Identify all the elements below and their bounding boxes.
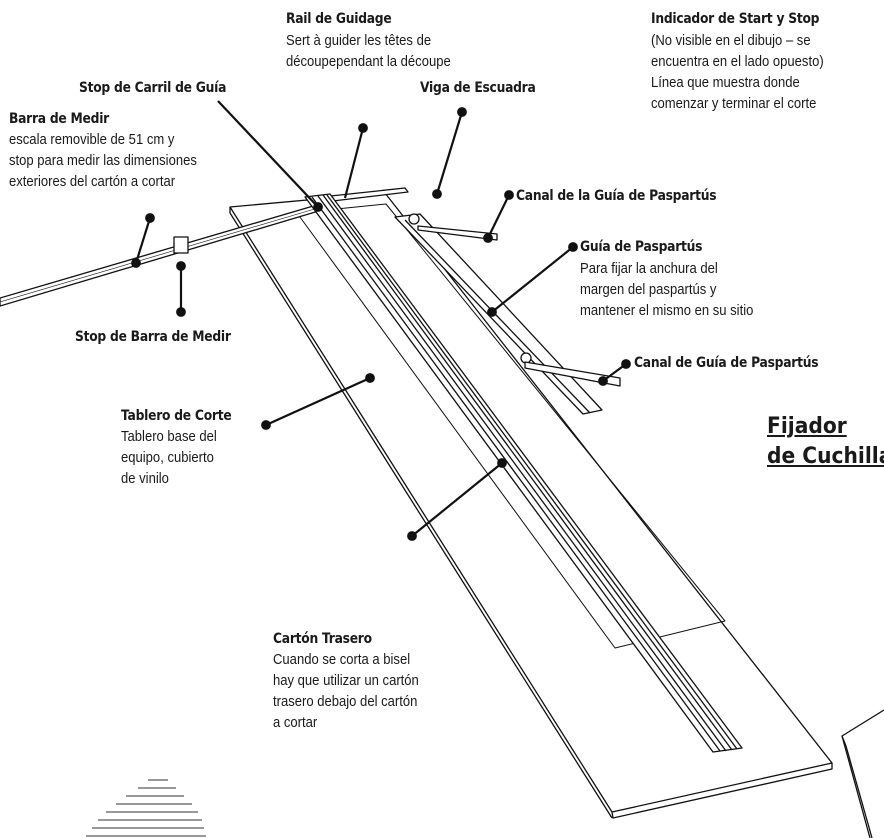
- label-indicador: Indicador de Start y Stop (No visible en…: [651, 11, 843, 115]
- indicador-desc: (No visible en el dibujo – se encuentra …: [651, 31, 824, 115]
- back-board: [296, 203, 726, 649]
- tablero-desc-line: equipo, cubierto: [121, 450, 214, 466]
- callout-viga: [432, 107, 467, 199]
- barra-desc-line: stop para medir las dimensiones: [9, 153, 197, 169]
- fijador-line: de Cuchilla: [767, 444, 884, 469]
- indicador-desc-line: Línea que muestra donde: [651, 75, 800, 91]
- carton-desc-line: trasero debajo del cartón: [273, 694, 418, 710]
- stop-carril-title: Stop de Carril de Guía: [79, 80, 227, 96]
- carton-title: Cartón Trasero: [273, 631, 372, 647]
- callout-carton: [407, 458, 507, 541]
- carton-desc-line: hay que utilizar un cartón: [273, 673, 419, 689]
- label-stop-barra: Stop de Barra de Medir: [75, 329, 252, 345]
- mat-guide-channel-1: [417, 225, 498, 241]
- callout-canal1: [483, 190, 514, 243]
- viga-title: Viga de Escuadra: [420, 80, 536, 96]
- canal1-title: Canal de la Guía de Paspartús: [516, 188, 717, 204]
- guia-title: Guía de Paspartús: [580, 239, 703, 255]
- rail-desc: Sert à guider les têtes de découpependan…: [286, 31, 451, 73]
- barra-title: Barra de Medir: [9, 111, 109, 127]
- callout-guia: [487, 242, 578, 317]
- stop-barra-title: Stop de Barra de Medir: [75, 329, 231, 345]
- label-carton-trasero: Cartón Trasero Cuando se corta a bisel h…: [273, 631, 435, 734]
- logo: [86, 779, 206, 837]
- mat-guide-channel-2: [524, 361, 621, 387]
- tablero-desc-line: de vinilo: [121, 471, 169, 487]
- fijador-line: Fijador: [767, 414, 847, 439]
- tablero-desc-line: Tablero base del: [121, 429, 217, 445]
- label-barra-de-medir: Barra de Medir escala removible de 51 cm…: [9, 111, 218, 193]
- blade-holder-box: [841, 709, 884, 838]
- guia-desc: Para fijar la anchura del margen del pas…: [580, 259, 753, 322]
- label-fijador: Fijador de Cuchilla: [767, 412, 884, 472]
- barra-desc-line: exteriores del cartón a cortar: [9, 174, 176, 190]
- label-stop-de-carril: Stop de Carril de Guía: [79, 80, 246, 96]
- callout-barra: [131, 213, 155, 268]
- tablero-title: Tablero de Corte: [121, 408, 232, 424]
- label-guia-de-paspartus: Guía de Paspartús Para fijar la anchura …: [580, 239, 773, 322]
- label-canal-guia-1: Canal de la Guía de Paspartús: [516, 188, 744, 204]
- tablero-desc: Tablero base del equipo, cubierto de vin…: [121, 427, 234, 490]
- carton-desc-line: a cortar: [273, 715, 318, 731]
- label-canal-guia-2: Canal de Guía de Paspartús: [634, 355, 843, 371]
- callout-stop-barra: [176, 261, 186, 317]
- barra-desc-line: escala removible de 51 cm y: [9, 132, 175, 148]
- carton-desc: Cuando se corta a bisel hay que utilizar…: [273, 650, 419, 734]
- indicador-title: Indicador de Start y Stop: [651, 11, 820, 27]
- barra-desc: escala removible de 51 cm y stop para me…: [9, 130, 197, 193]
- guia-desc-line: mantener el mismo en su sitio: [580, 303, 754, 319]
- canal2-title: Canal de Guía de Paspartús: [634, 355, 819, 371]
- label-rail-de-guidage: Rail de Guidage Sert à guider les têtes …: [286, 11, 469, 73]
- measuring-bar-stop: [173, 236, 189, 254]
- guia-desc-line: Para fijar la anchura del: [580, 261, 718, 277]
- label-tablero-de-corte: Tablero de Corte Tablero base del equipo…: [121, 408, 246, 490]
- guia-desc-line: margen del paspartús y: [580, 282, 717, 298]
- indicador-desc-line: encuentra en el lado opuesto): [651, 54, 824, 70]
- rail-desc-line: découpependant la découpe: [286, 54, 451, 70]
- rail-desc-line: Sert à guider les têtes de: [286, 33, 432, 49]
- callout-tablero: [261, 373, 375, 430]
- indicador-desc-line: (No visible en el dibujo – se: [651, 33, 811, 49]
- guide-rail: [304, 193, 743, 753]
- callout-rail: [343, 123, 368, 199]
- mat-guide: [394, 213, 603, 415]
- callout-canal2: [598, 359, 631, 386]
- callout-stop-carril: [217, 100, 323, 212]
- rail-title: Rail de Guidage: [286, 11, 392, 27]
- carton-desc-line: Cuando se corta a bisel: [273, 652, 411, 668]
- indicador-desc-line: comenzar y terminar el corte: [651, 96, 817, 112]
- label-viga-de-escuadra: Viga de Escuadra: [420, 80, 551, 96]
